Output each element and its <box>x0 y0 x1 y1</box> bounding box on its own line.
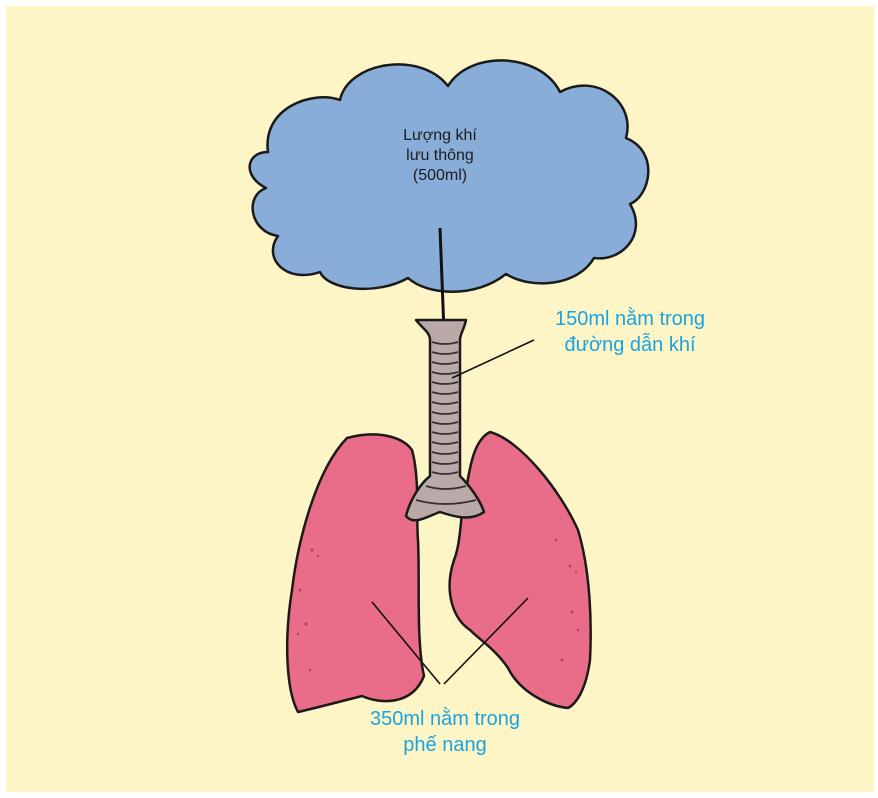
airway-label: 150ml nằm trong đường dẫn khí <box>520 306 740 358</box>
trachea <box>406 320 484 520</box>
alveoli-label-line1: 350ml nằm trong <box>330 706 560 732</box>
alveoli-label-line2: phế nang <box>330 732 560 758</box>
cloud-label-line3: (500ml) <box>340 166 540 186</box>
left-lung <box>287 434 424 712</box>
alveoli-label: 350ml nằm trong phế nang <box>330 706 560 758</box>
right-lung <box>450 432 591 708</box>
airway-label-line2: đường dẫn khí <box>520 332 740 358</box>
cloud-label-line1: Lượng khí <box>340 126 540 146</box>
cloud-label: Lượng khí lưu thông (500ml) <box>340 126 540 186</box>
airway-label-line1: 150ml nằm trong <box>520 306 740 332</box>
cloud-label-line2: lưu thông <box>340 146 540 166</box>
